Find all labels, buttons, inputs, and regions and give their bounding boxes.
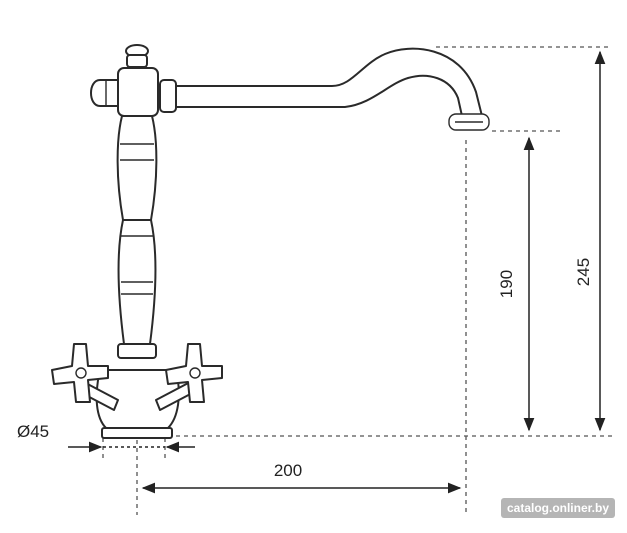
- spout-height-label: 190: [497, 270, 516, 298]
- total-height-label: 245: [574, 258, 593, 286]
- faucet-illustration: [51, 44, 490, 439]
- watermark: catalog.onliner.by: [500, 498, 615, 518]
- extension-lines: [102, 46, 612, 515]
- base-diameter-label: Ø45: [17, 422, 49, 441]
- spout-reach-label: 200: [274, 461, 302, 480]
- dimension-arrows: [68, 50, 606, 494]
